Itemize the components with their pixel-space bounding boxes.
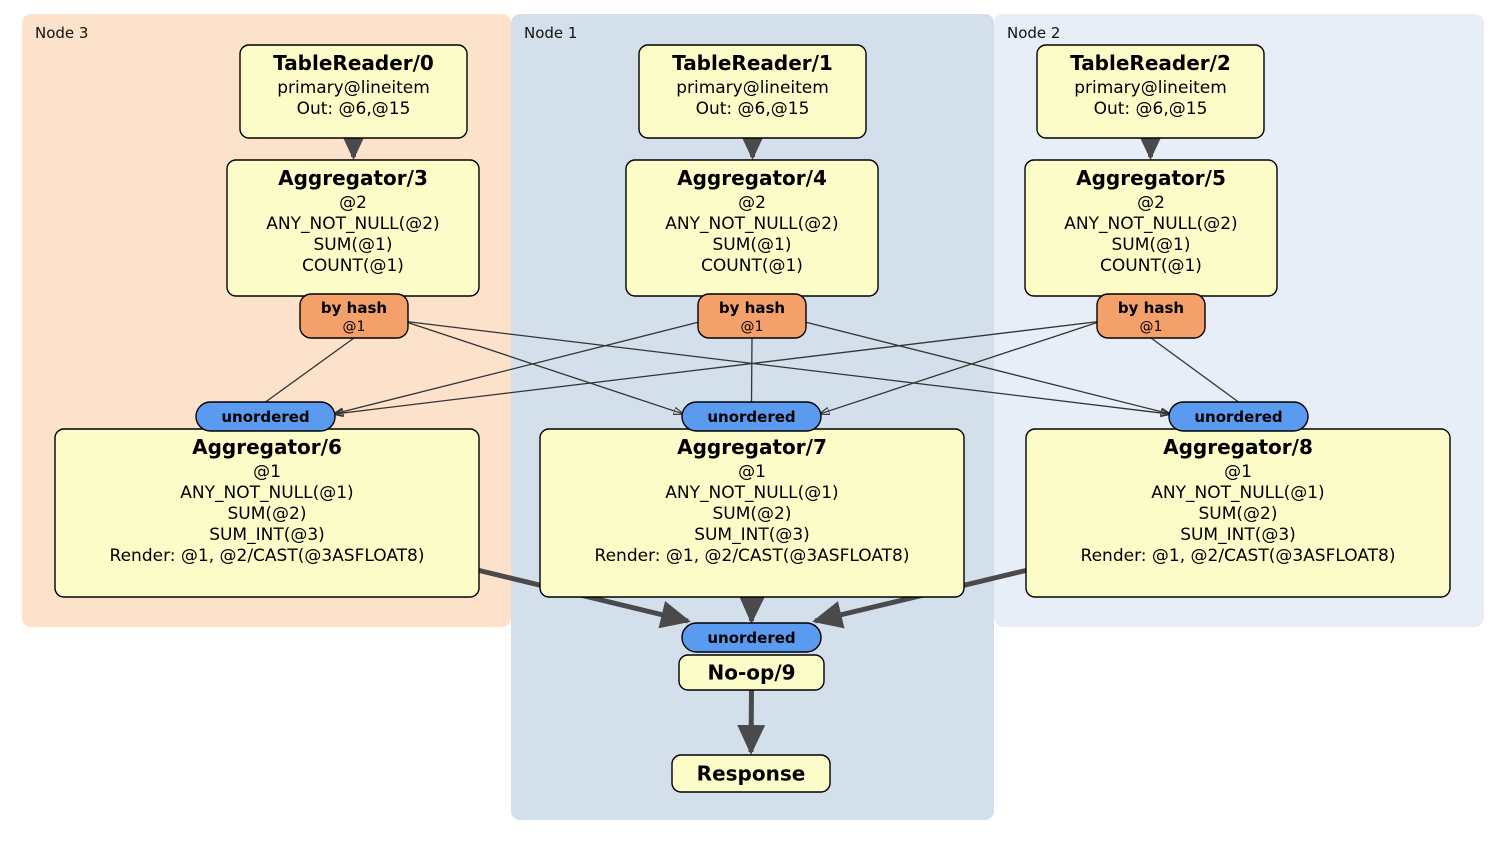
box-line-tablereader1-1: Out: @6,@15 bbox=[696, 99, 810, 119]
box-line-aggregator6-0: @1 bbox=[253, 462, 281, 482]
box-line-aggregator6-3: SUM_INT(@3) bbox=[209, 525, 325, 545]
box-line-aggregator5-1: ANY_NOT_NULL(@2) bbox=[1064, 214, 1237, 234]
box-line-aggregator4-3: COUNT(@1) bbox=[701, 256, 803, 276]
operator-box-aggregator3[interactable]: Aggregator/3 @2ANY_NOT_NULL(@2)SUM(@1)COU… bbox=[226, 159, 480, 297]
box-line-aggregator5-0: @2 bbox=[1137, 193, 1165, 213]
unordered-pill-unordered-6[interactable]: unordered bbox=[195, 401, 336, 432]
box-title-aggregator4: Aggregator/4 bbox=[677, 166, 827, 190]
operator-box-aggregator6[interactable]: Aggregator/6 @1ANY_NOT_NULL(@1)SUM(@2)SUM… bbox=[54, 428, 480, 598]
box-line-tablereader2-0: primary@lineitem bbox=[1074, 78, 1227, 98]
box-line-aggregator8-0: @1 bbox=[1224, 462, 1252, 482]
unordered-pill-unordered-9[interactable]: unordered bbox=[681, 622, 822, 653]
box-line-aggregator5-3: COUNT(@1) bbox=[1100, 256, 1202, 276]
operator-box-aggregator4[interactable]: Aggregator/4 @2ANY_NOT_NULL(@2)SUM(@1)COU… bbox=[625, 159, 879, 297]
unordered-pill-label-unordered-9: unordered bbox=[707, 629, 795, 647]
hash-router-label-byhash-5: by hash bbox=[1118, 299, 1184, 317]
hash-router-label-byhash-3: by hash bbox=[321, 299, 387, 317]
edge-byhash-4-to-unordered-6 bbox=[333, 320, 703, 414]
box-line-aggregator3-1: ANY_NOT_NULL(@2) bbox=[266, 214, 439, 234]
operator-box-aggregator5[interactable]: Aggregator/5 @2ANY_NOT_NULL(@2)SUM(@1)COU… bbox=[1024, 159, 1278, 297]
box-line-aggregator6-2: SUM(@2) bbox=[228, 504, 307, 524]
edge-byhash-3-to-unordered-7 bbox=[403, 320, 684, 414]
box-line-aggregator7-1: ANY_NOT_NULL(@1) bbox=[665, 483, 838, 503]
edge-byhash-4-to-unordered-7 bbox=[750, 337, 753, 403]
box-line-aggregator8-1: ANY_NOT_NULL(@1) bbox=[1151, 483, 1324, 503]
box-line-aggregator6-4: Render: @1, @2/CAST(@3ASFLOAT8) bbox=[110, 546, 425, 566]
box-title-aggregator5: Aggregator/5 bbox=[1076, 166, 1226, 190]
hash-router-byhash-4[interactable]: by hash @1 bbox=[697, 293, 807, 339]
unordered-pill-label-unordered-6: unordered bbox=[221, 408, 309, 426]
box-title-aggregator8: Aggregator/8 bbox=[1163, 435, 1313, 459]
box-line-aggregator3-3: COUNT(@1) bbox=[302, 256, 404, 276]
hash-router-label-byhash-4: by hash bbox=[719, 299, 785, 317]
box-title-tablereader0: TableReader/0 bbox=[273, 51, 434, 75]
operator-box-noop9[interactable]: No-op/9 bbox=[678, 654, 825, 691]
hash-router-pills: by hash @1 by hash @1 by hash @1 bbox=[299, 293, 1206, 339]
edge-aggregator7-to-unordered9 bbox=[738, 593, 767, 624]
edge-byhash-4-to-unordered-8 bbox=[801, 320, 1171, 414]
box-line-tablereader1-0: primary@lineitem bbox=[676, 78, 829, 98]
hash-router-col-byhash-5: @1 bbox=[1140, 319, 1163, 335]
box-line-aggregator7-3: SUM_INT(@3) bbox=[694, 525, 810, 545]
box-line-aggregator5-2: SUM(@1) bbox=[1112, 235, 1191, 255]
unordered-pill-label-unordered-8: unordered bbox=[1194, 408, 1282, 426]
box-line-aggregator8-2: SUM(@2) bbox=[1199, 504, 1278, 524]
hash-router-byhash-3[interactable]: by hash @1 bbox=[299, 293, 409, 339]
box-title-response: Response bbox=[697, 762, 806, 786]
edge-byhash-3-to-unordered-8 bbox=[403, 320, 1171, 414]
edge-byhash-5-to-unordered-8 bbox=[1150, 337, 1239, 403]
box-line-tablereader0-1: Out: @6,@15 bbox=[297, 99, 411, 119]
operator-box-aggregator7[interactable]: Aggregator/7 @1ANY_NOT_NULL(@1)SUM(@2)SUM… bbox=[539, 428, 965, 598]
hash-router-col-byhash-4: @1 bbox=[741, 319, 764, 335]
box-line-aggregator7-0: @1 bbox=[738, 462, 766, 482]
edge-byhash-3-to-unordered-6 bbox=[265, 337, 355, 403]
box-line-aggregator7-2: SUM(@2) bbox=[713, 504, 792, 524]
unordered-pill-label-unordered-7: unordered bbox=[707, 408, 795, 426]
box-line-aggregator8-3: SUM_INT(@3) bbox=[1180, 525, 1296, 545]
unordered-pill-unordered-8[interactable]: unordered bbox=[1168, 401, 1309, 432]
box-line-aggregator4-0: @2 bbox=[738, 193, 766, 213]
unordered-synchronizer-pills: unordered unordered unordered unordered bbox=[195, 401, 1309, 653]
edge-byhash-5-to-unordered-7 bbox=[819, 320, 1102, 414]
box-line-tablereader0-0: primary@lineitem bbox=[277, 78, 430, 98]
operator-box-response[interactable]: Response bbox=[671, 754, 831, 793]
box-line-aggregator7-4: Render: @1, @2/CAST(@3ASFLOAT8) bbox=[595, 546, 910, 566]
hash-router-byhash-5[interactable]: by hash @1 bbox=[1096, 293, 1206, 339]
box-title-aggregator3: Aggregator/3 bbox=[278, 166, 428, 190]
box-line-tablereader2-1: Out: @6,@15 bbox=[1094, 99, 1208, 119]
hash-router-col-byhash-3: @1 bbox=[343, 319, 366, 335]
edge-noop9-to-response bbox=[737, 689, 766, 755]
box-title-aggregator6: Aggregator/6 bbox=[192, 435, 342, 459]
box-line-aggregator3-0: @2 bbox=[339, 193, 367, 213]
box-line-aggregator4-1: ANY_NOT_NULL(@2) bbox=[665, 214, 838, 234]
box-title-tablereader2: TableReader/2 bbox=[1070, 51, 1231, 75]
box-line-aggregator8-4: Render: @1, @2/CAST(@3ASFLOAT8) bbox=[1081, 546, 1396, 566]
box-title-tablereader1: TableReader/1 bbox=[672, 51, 833, 75]
edge-byhash-5-to-unordered-6 bbox=[333, 320, 1102, 414]
box-title-aggregator7: Aggregator/7 bbox=[677, 435, 827, 459]
box-line-aggregator6-1: ANY_NOT_NULL(@1) bbox=[180, 483, 353, 503]
box-line-aggregator4-2: SUM(@1) bbox=[713, 235, 792, 255]
box-line-aggregator3-2: SUM(@1) bbox=[314, 235, 393, 255]
operator-box-aggregator8[interactable]: Aggregator/8 @1ANY_NOT_NULL(@1)SUM(@2)SUM… bbox=[1025, 428, 1451, 598]
node-panel-label-node2: Node 2 bbox=[1007, 24, 1060, 42]
node-panel-label-node3: Node 3 bbox=[35, 24, 88, 42]
box-title-noop9: No-op/9 bbox=[707, 661, 795, 685]
node-panel-label-node1: Node 1 bbox=[524, 24, 577, 42]
unordered-pill-unordered-7[interactable]: unordered bbox=[681, 401, 822, 432]
